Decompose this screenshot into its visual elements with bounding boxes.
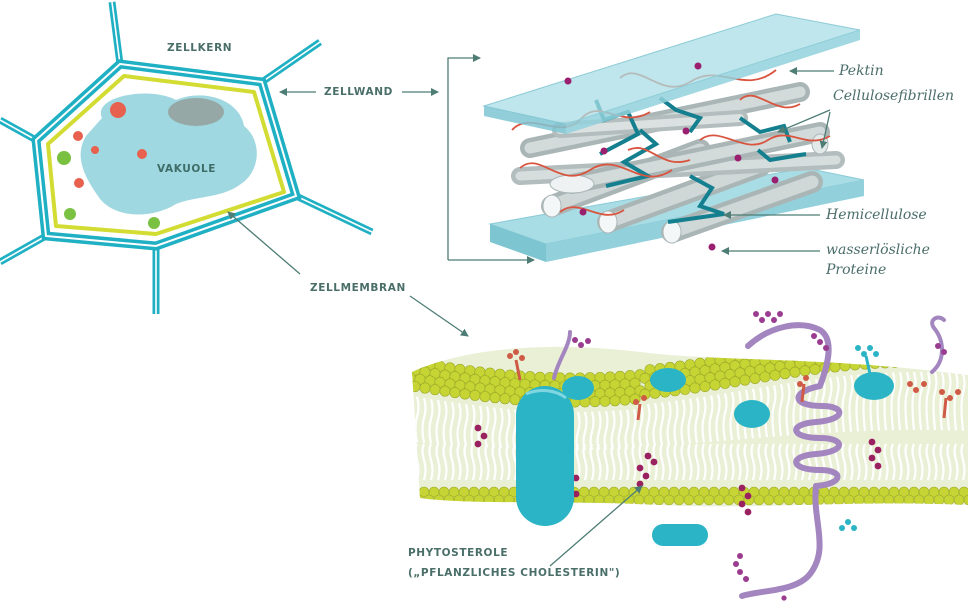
cell-wall-inner-line: [34, 62, 298, 248]
label-pektin: Pektin: [839, 63, 884, 79]
label-phytosterole-sub: („PFLANZLICHES CHOLESTERIN"): [408, 567, 621, 579]
arrows: [227, 54, 834, 567]
neighbor-cell-walls-inner: [0, 1, 373, 314]
arrow-zellmembran-detail: [409, 295, 469, 337]
arrow-phytosterole: [549, 485, 643, 567]
plant-cell: [0, 1, 374, 314]
cell-wall-structure: [482, 13, 865, 262]
organelles: [57, 102, 160, 229]
label-proteine: wasserlösliche: [826, 242, 930, 258]
arrow-zellmembran-cell: [227, 211, 301, 275]
soluble-proteins: [564, 62, 779, 251]
transmembrane-protein: [516, 386, 574, 526]
label-hemicellulose: Hemicellulose: [826, 207, 927, 223]
label-proteine-sub: Proteine: [826, 262, 887, 278]
sugar-chains: [507, 311, 961, 601]
label-vakuole: VAKUOLE: [157, 163, 217, 175]
vacuole: [80, 93, 257, 215]
cellulose-fibrils-upper: [520, 82, 830, 194]
nucleus: [168, 98, 224, 126]
glycolipid-stalk: [552, 315, 946, 380]
label-zellwand: ZELLWAND: [324, 86, 393, 98]
label-zellmembran: ZELLMEMBRAN: [310, 282, 406, 294]
cell-membrane-section: [412, 311, 968, 601]
peripheral-proteins: [562, 368, 894, 546]
arrow-cellulose-a: [777, 109, 831, 133]
arrow-zellwand-top: [447, 54, 481, 260]
label-zellkern: ZELLKERN: [167, 42, 233, 54]
arrow-cellulose-b: [819, 111, 831, 149]
glycoprotein-helix: [739, 322, 843, 599]
label-phytosterole: PHYTOSTEROLE: [408, 547, 509, 559]
label-cellulosefibrillen: Cellulosefibrillen: [833, 88, 955, 104]
